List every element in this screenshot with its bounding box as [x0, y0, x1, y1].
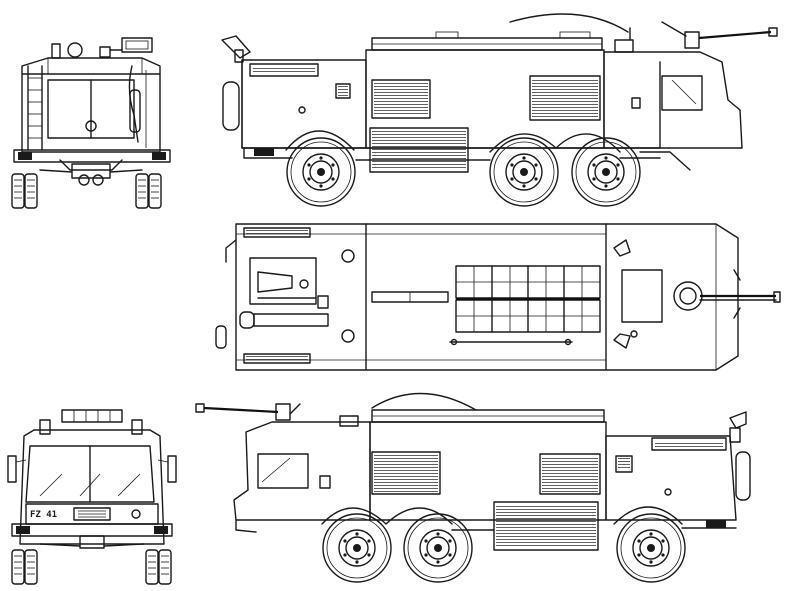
- right-shutter-1: [371, 451, 441, 495]
- front-bumper: [11, 523, 173, 537]
- right-label-plate: [651, 437, 727, 451]
- rear-roof-box: [121, 37, 153, 53]
- right-monitor-barrel: [203, 406, 279, 414]
- front-left-tires: [11, 549, 38, 585]
- top-monitor-turret: [673, 281, 703, 311]
- side-cab-window: [661, 75, 703, 111]
- front-right-tires: [145, 549, 172, 585]
- right-cab-window: [257, 453, 309, 489]
- front-windshield: [25, 445, 155, 503]
- right-wheel-rear: [616, 513, 686, 583]
- front-plate-text: FZ 41: [30, 510, 57, 520]
- side-shutter-1: [371, 79, 431, 119]
- top-walkway-grid: [455, 265, 601, 333]
- top-label-upper: [243, 227, 311, 238]
- rear-right-tires: [135, 173, 162, 209]
- side-cab: [603, 51, 743, 149]
- side-label-plate: [249, 63, 319, 77]
- roof-monitor-barrel: [698, 30, 772, 40]
- rear-bumper: [13, 149, 171, 163]
- right-wheel-front: [322, 513, 392, 583]
- right-shutter-3: [493, 501, 599, 551]
- rear-roof-light: [67, 42, 83, 58]
- rear-view: [11, 37, 171, 209]
- front-view: FZ 41: [7, 409, 177, 585]
- right-monitor-base: [275, 403, 291, 421]
- top-view: [215, 223, 781, 371]
- top-label-lower: [243, 353, 311, 364]
- front-cab: [19, 429, 165, 545]
- right-cab: [233, 421, 371, 521]
- right-roof-antenna: [371, 392, 477, 411]
- right-side-view: [195, 392, 751, 583]
- side-shutter-3: [369, 127, 469, 173]
- right-wheel-middle: [403, 513, 473, 583]
- rear-left-tires: [11, 173, 38, 209]
- left-side-view: [221, 13, 778, 207]
- roof-monitor-base: [684, 31, 700, 49]
- roof-antenna: [509, 13, 629, 33]
- front-light-bar: [61, 409, 123, 423]
- top-cab-hatch: [621, 269, 663, 323]
- side-shutter-2: [529, 75, 601, 121]
- right-shutter-2: [539, 453, 601, 495]
